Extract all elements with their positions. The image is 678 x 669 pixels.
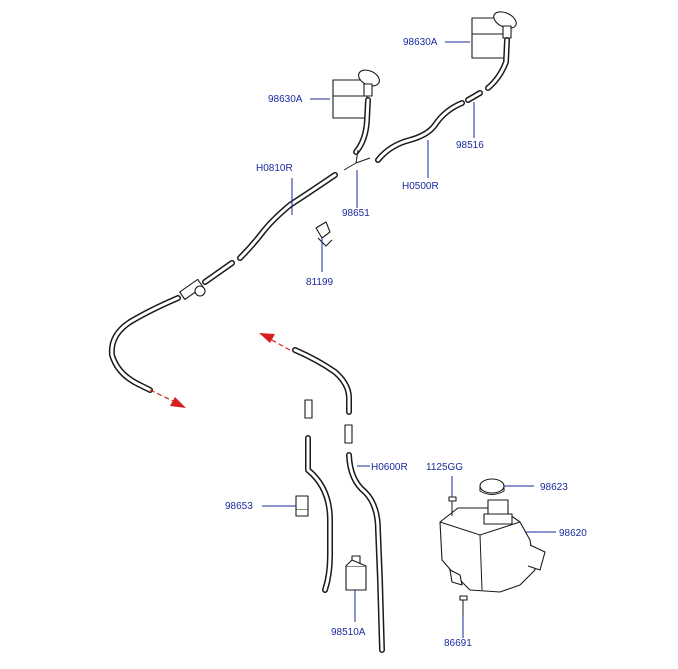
hose-clip — [315, 221, 333, 247]
lower-hoses — [292, 347, 385, 653]
label-hose-rear: H0600R — [371, 462, 408, 473]
reservoir-cap — [479, 478, 505, 495]
label-clip: 81199 — [306, 277, 334, 288]
label-connector-98651: 98651 — [342, 208, 370, 219]
washer-nozzle-right — [471, 11, 517, 59]
label-nozzle-left: 98630A — [268, 94, 303, 105]
direction-arrow-upper — [259, 333, 291, 351]
label-nozzle-right: 98630A — [403, 37, 438, 48]
label-hose-main: H0810R — [256, 163, 293, 174]
label-cap: 98623 — [540, 482, 568, 493]
hose-holder — [295, 495, 309, 517]
label-connector-98516: 98516 — [456, 140, 484, 151]
washer-reservoir — [439, 499, 546, 593]
label-holder: 98653 — [225, 501, 253, 512]
direction-arrow-lower — [149, 389, 186, 408]
leader-lines — [262, 41, 556, 638]
label-bolt: 1125GG — [426, 462, 463, 473]
mounting-screw — [459, 595, 468, 615]
washer-nozzle-left — [332, 69, 380, 119]
upper-hoses — [108, 37, 510, 393]
label-pump: 98510A — [331, 627, 366, 638]
label-reservoir: 98620 — [559, 528, 587, 539]
label-screw: 86691 — [444, 638, 472, 649]
label-hose-front: H0500R — [402, 181, 439, 192]
washer-pump — [345, 555, 367, 591]
